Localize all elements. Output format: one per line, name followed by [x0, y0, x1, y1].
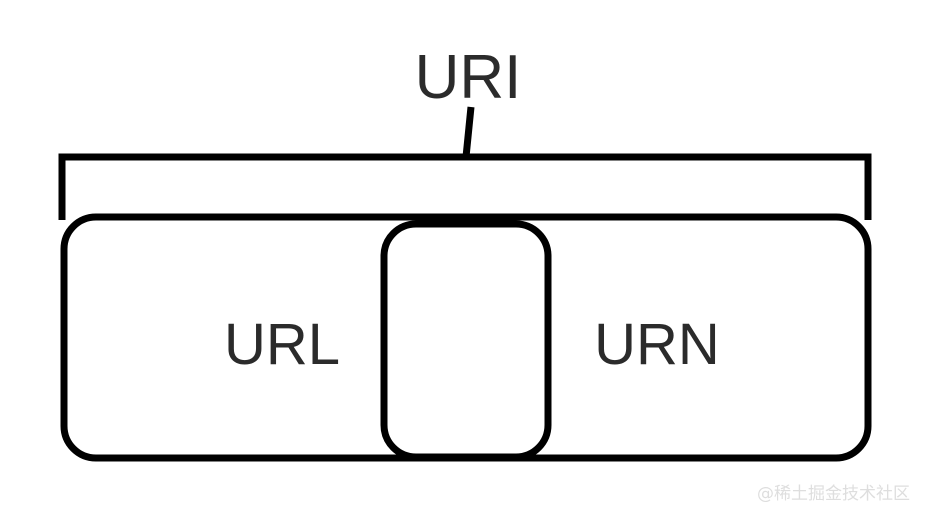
uri-bracket [58, 153, 872, 220]
url-label: URL [224, 312, 340, 377]
uri-connector-line [462, 106, 475, 158]
uri-label: URI [415, 43, 522, 112]
watermark-label: @稀土掘金技术社区 [757, 484, 910, 504]
overlap-box [380, 220, 552, 461]
urn-label: URN [594, 312, 720, 377]
outer-uri-box [60, 213, 872, 462]
